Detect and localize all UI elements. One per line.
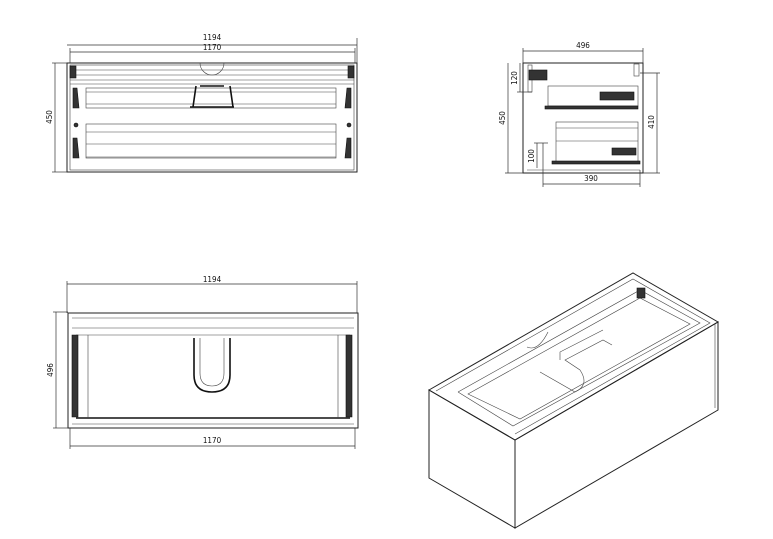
front-width-overall-label: 1194 <box>203 33 222 42</box>
side-height-label: 450 <box>498 111 507 125</box>
top-view: 1194 496 1170 <box>46 275 359 449</box>
front-view: 1194 1170 450 <box>45 33 358 173</box>
top-width-inner-label: 1170 <box>203 436 222 445</box>
top-width-overall-label: 1194 <box>203 275 222 284</box>
side-inner-height-label: 410 <box>647 115 656 129</box>
side-bottom-offset-label: 100 <box>527 149 536 163</box>
isometric-view <box>428 272 719 529</box>
side-depth-label: 496 <box>576 41 590 50</box>
front-height-label: 450 <box>45 110 54 124</box>
side-drawer-depth-label: 390 <box>584 174 598 183</box>
side-top-offset-label: 120 <box>510 71 519 85</box>
front-width-inner-label: 1170 <box>203 43 222 52</box>
side-view: 496 450 120 410 100 390 <box>498 41 660 187</box>
top-depth-label: 496 <box>46 363 55 377</box>
